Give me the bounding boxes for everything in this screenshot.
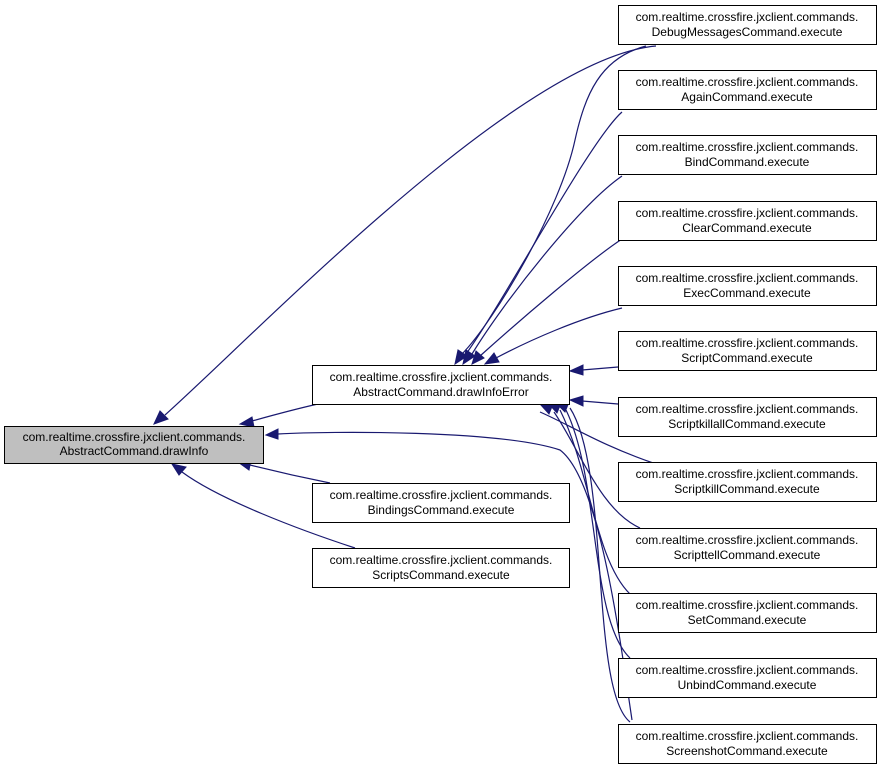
node-label-line1: com.realtime.crossfire.jxclient.commands… bbox=[636, 140, 859, 154]
node-again-command-execute[interactable]: com.realtime.crossfire.jxclient.commands… bbox=[618, 70, 877, 110]
node-label-line2: ScriptCommand.execute bbox=[681, 351, 813, 365]
node-scriptkillall-command-execute[interactable]: com.realtime.crossfire.jxclient.commands… bbox=[618, 397, 877, 437]
edge-screenshot-to-error bbox=[569, 407, 631, 723]
node-label-line2: ScreenshotCommand.execute bbox=[666, 744, 828, 758]
node-set-command-execute[interactable]: com.realtime.crossfire.jxclient.commands… bbox=[618, 593, 877, 633]
edge-script-to-error bbox=[581, 366, 619, 371]
arrowhead-error-script bbox=[568, 364, 584, 376]
edge-scripttell-to-error bbox=[553, 411, 641, 529]
node-bind-command-execute[interactable]: com.realtime.crossfire.jxclient.commands… bbox=[618, 135, 877, 175]
edge-again-to-error bbox=[465, 111, 623, 355]
node-clear-command-execute[interactable]: com.realtime.crossfire.jxclient.commands… bbox=[618, 201, 877, 241]
arrowhead-error-a bbox=[454, 349, 468, 366]
edge-scriptkill-to-error bbox=[539, 411, 657, 465]
node-label-line1: com.realtime.crossfire.jxclient.commands… bbox=[636, 467, 859, 481]
edge-bindings-to-root bbox=[249, 464, 331, 484]
node-label-line2: ScriptsCommand.execute bbox=[372, 568, 510, 582]
node-abstract-command-drawinfoerror[interactable]: com.realtime.crossfire.jxclient.commands… bbox=[312, 365, 570, 405]
arrowhead-error-c bbox=[471, 350, 485, 365]
node-label-line2: ScripttellCommand.execute bbox=[674, 548, 821, 562]
edge-bind-to-error bbox=[471, 175, 623, 355]
arrowhead-root-top bbox=[153, 410, 169, 425]
node-label-line2: AbstractCommand.drawInfo bbox=[60, 444, 209, 458]
node-debug-messages-command-execute[interactable]: com.realtime.crossfire.jxclient.commands… bbox=[618, 5, 877, 45]
node-label-line2: UnbindCommand.execute bbox=[678, 678, 817, 692]
arrowhead-root-error bbox=[238, 416, 255, 428]
node-label-line1: com.realtime.crossfire.jxclient.commands… bbox=[330, 553, 553, 567]
edge-debug-to-error bbox=[461, 45, 647, 355]
edge-scriptkillall-to-error bbox=[581, 400, 619, 405]
arrowhead-root-scripts bbox=[170, 463, 187, 476]
edge-clear-to-error bbox=[479, 238, 623, 357]
node-label-line2: BindingsCommand.execute bbox=[368, 503, 515, 517]
node-label-line2: ScriptkillCommand.execute bbox=[674, 482, 820, 496]
node-label-line1: com.realtime.crossfire.jxclient.commands… bbox=[636, 663, 859, 677]
arrowhead-root-screenshot bbox=[264, 428, 279, 440]
edge-scripts-to-root bbox=[181, 471, 356, 549]
node-label-line2: BindCommand.execute bbox=[685, 155, 810, 169]
node-label-line1: com.realtime.crossfire.jxclient.commands… bbox=[636, 598, 859, 612]
node-label-line1: com.realtime.crossfire.jxclient.commands… bbox=[636, 10, 859, 24]
node-screenshot-command-execute[interactable]: com.realtime.crossfire.jxclient.commands… bbox=[618, 724, 877, 764]
edge-set-to-error bbox=[559, 409, 631, 595]
edge-debug-to-root bbox=[164, 45, 657, 416]
node-label-line2: SetCommand.execute bbox=[688, 613, 807, 627]
arrowhead-error-b bbox=[462, 349, 476, 366]
node-script-command-execute[interactable]: com.realtime.crossfire.jxclient.commands… bbox=[618, 331, 877, 371]
node-abstract-command-drawinfo[interactable]: com.realtime.crossfire.jxclient.commands… bbox=[4, 426, 264, 464]
node-label-line2: ExecCommand.execute bbox=[683, 286, 811, 300]
node-label-line2: ClearCommand.execute bbox=[682, 221, 812, 235]
node-label-line1: com.realtime.crossfire.jxclient.commands… bbox=[330, 370, 553, 384]
node-unbind-command-execute[interactable]: com.realtime.crossfire.jxclient.commands… bbox=[618, 658, 877, 698]
edge-exec-to-error bbox=[495, 307, 623, 359]
arrowhead-error-d bbox=[483, 352, 500, 365]
node-label-line1: com.realtime.crossfire.jxclient.commands… bbox=[636, 729, 859, 743]
edge-error-to-root bbox=[251, 403, 319, 422]
node-label-line1: com.realtime.crossfire.jxclient.commands… bbox=[636, 402, 859, 416]
node-label-line1: com.realtime.crossfire.jxclient.commands… bbox=[636, 75, 859, 89]
node-label-line1: com.realtime.crossfire.jxclient.commands… bbox=[636, 336, 859, 350]
node-label-line1: com.realtime.crossfire.jxclient.commands… bbox=[636, 206, 859, 220]
node-label-line1: com.realtime.crossfire.jxclient.commands… bbox=[23, 430, 246, 444]
edge-unbind-to-error bbox=[565, 409, 631, 659]
node-bindings-command-execute[interactable]: com.realtime.crossfire.jxclient.commands… bbox=[312, 483, 570, 523]
node-scripttell-command-execute[interactable]: com.realtime.crossfire.jxclient.commands… bbox=[618, 528, 877, 568]
node-exec-command-execute[interactable]: com.realtime.crossfire.jxclient.commands… bbox=[618, 266, 877, 306]
node-label-line2: AgainCommand.execute bbox=[681, 90, 813, 104]
node-label-line2: AbstractCommand.drawInfoError bbox=[353, 385, 528, 399]
node-label-line2: DebugMessagesCommand.execute bbox=[652, 25, 843, 39]
node-scripts-command-execute[interactable]: com.realtime.crossfire.jxclient.commands… bbox=[312, 548, 570, 588]
node-scriptkill-command-execute[interactable]: com.realtime.crossfire.jxclient.commands… bbox=[618, 462, 877, 502]
node-label-line1: com.realtime.crossfire.jxclient.commands… bbox=[636, 271, 859, 285]
arrowhead-error-scriptkillall bbox=[568, 395, 584, 407]
node-label-line2: ScriptkillallCommand.execute bbox=[668, 417, 826, 431]
node-label-line1: com.realtime.crossfire.jxclient.commands… bbox=[330, 488, 553, 502]
node-label-line1: com.realtime.crossfire.jxclient.commands… bbox=[636, 533, 859, 547]
